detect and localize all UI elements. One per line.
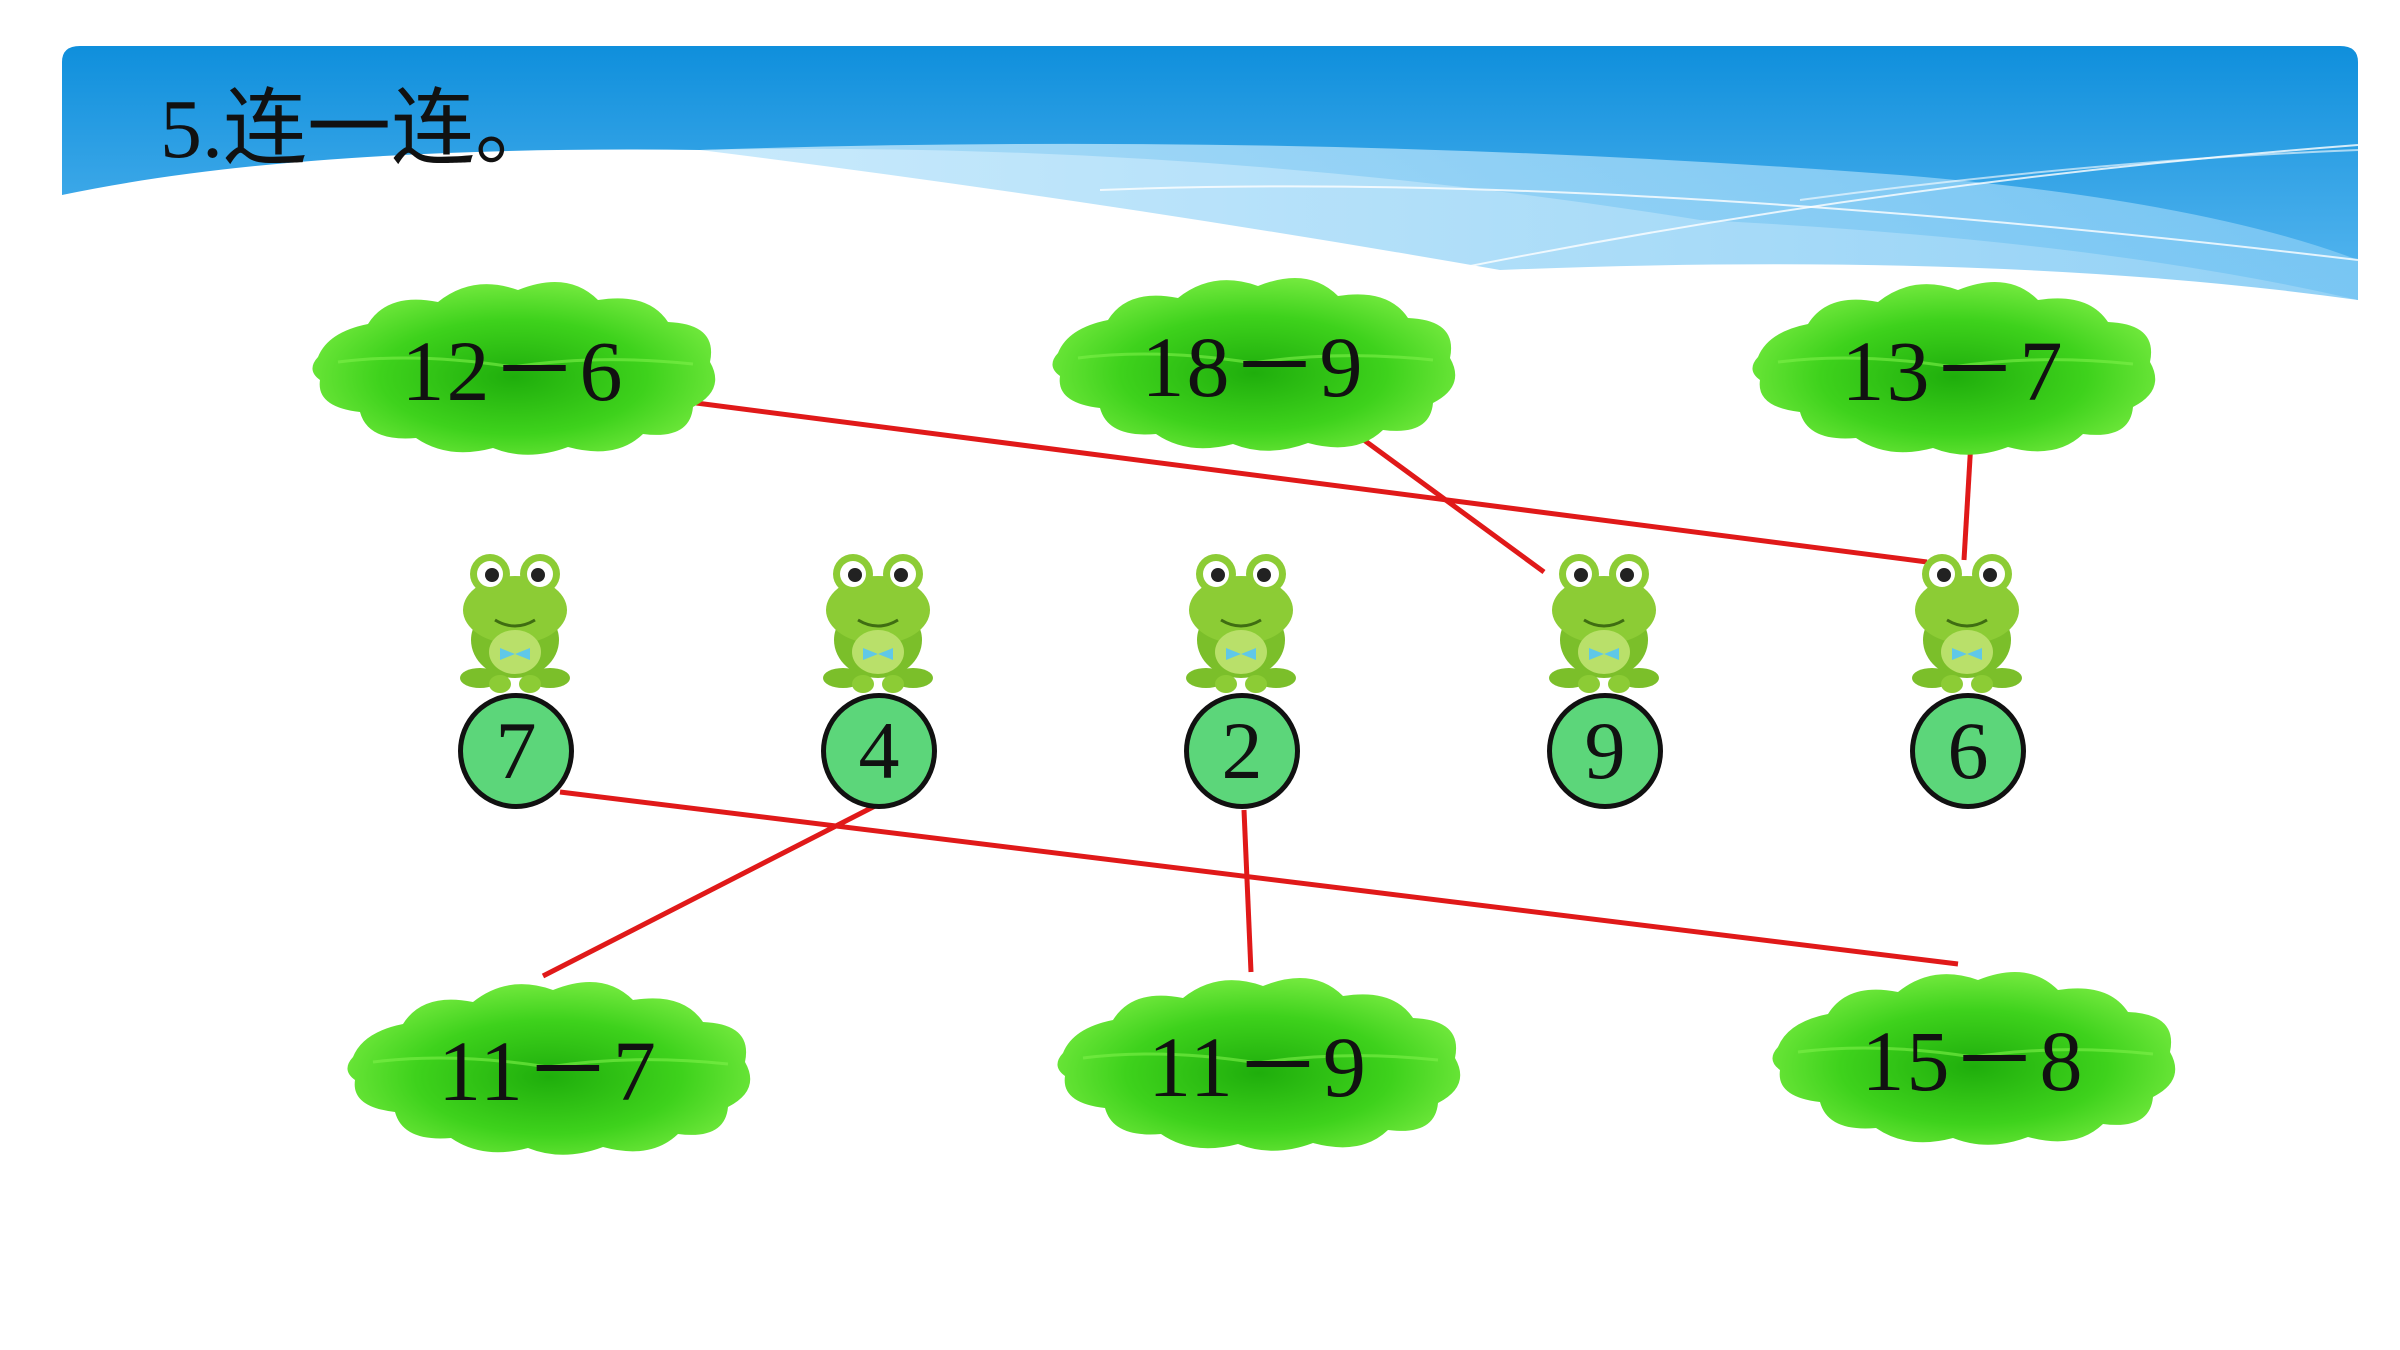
number-circle: 7 xyxy=(458,693,574,809)
leaf-card[interactable]: 15－8 xyxy=(1758,952,2188,1152)
connection-line xyxy=(1241,809,1254,973)
number-circle: 9 xyxy=(1547,693,1663,809)
leaf-card[interactable]: 11－9 xyxy=(1043,958,1473,1158)
connection-line xyxy=(672,397,1928,565)
frog-card[interactable]: 2 xyxy=(1176,548,1306,809)
lotus-leaf-icon xyxy=(347,982,751,1155)
frog-icon xyxy=(1912,554,2022,693)
connection-line xyxy=(541,803,877,979)
leaf-card[interactable]: 18－9 xyxy=(1038,258,1468,458)
frog-card[interactable]: 4 xyxy=(813,548,943,809)
leaf-expression: 12－6 xyxy=(401,322,625,419)
connection-line xyxy=(559,789,1959,967)
lotus-leaf-icon xyxy=(312,282,716,455)
page-title: 5.连一连。 xyxy=(160,83,560,176)
frog-icon xyxy=(1549,554,1659,693)
number-circle: 4 xyxy=(821,693,937,809)
leaf-card[interactable]: 13－7 xyxy=(1738,262,2168,462)
leaf-expression: 13－7 xyxy=(1841,322,2065,419)
number-circle: 2 xyxy=(1184,693,1300,809)
frog-icon xyxy=(460,554,570,693)
lotus-leaf-icon xyxy=(1772,972,2176,1145)
leaf-expression: 11－7 xyxy=(438,1022,658,1119)
frog-card[interactable]: 9 xyxy=(1539,548,1669,809)
number-circle: 6 xyxy=(1910,693,2026,809)
frog-icon xyxy=(1186,554,1296,693)
leaf-expression: 11－9 xyxy=(1148,1018,1368,1115)
lotus-leaf-icon xyxy=(1052,278,1456,451)
frog-card[interactable]: 6 xyxy=(1902,548,2032,809)
leaf-expression: 15－8 xyxy=(1861,1012,2085,1109)
lotus-leaf-icon xyxy=(1752,282,2156,455)
leaf-card[interactable]: 11－7 xyxy=(333,962,763,1162)
leaf-card[interactable]: 12－6 xyxy=(298,262,728,462)
lotus-leaf-icon xyxy=(1057,978,1461,1151)
header-banner xyxy=(62,46,2359,300)
leaf-expression: 18－9 xyxy=(1141,318,1365,415)
frog-icon xyxy=(823,554,933,693)
frog-card[interactable]: 7 xyxy=(450,548,580,809)
